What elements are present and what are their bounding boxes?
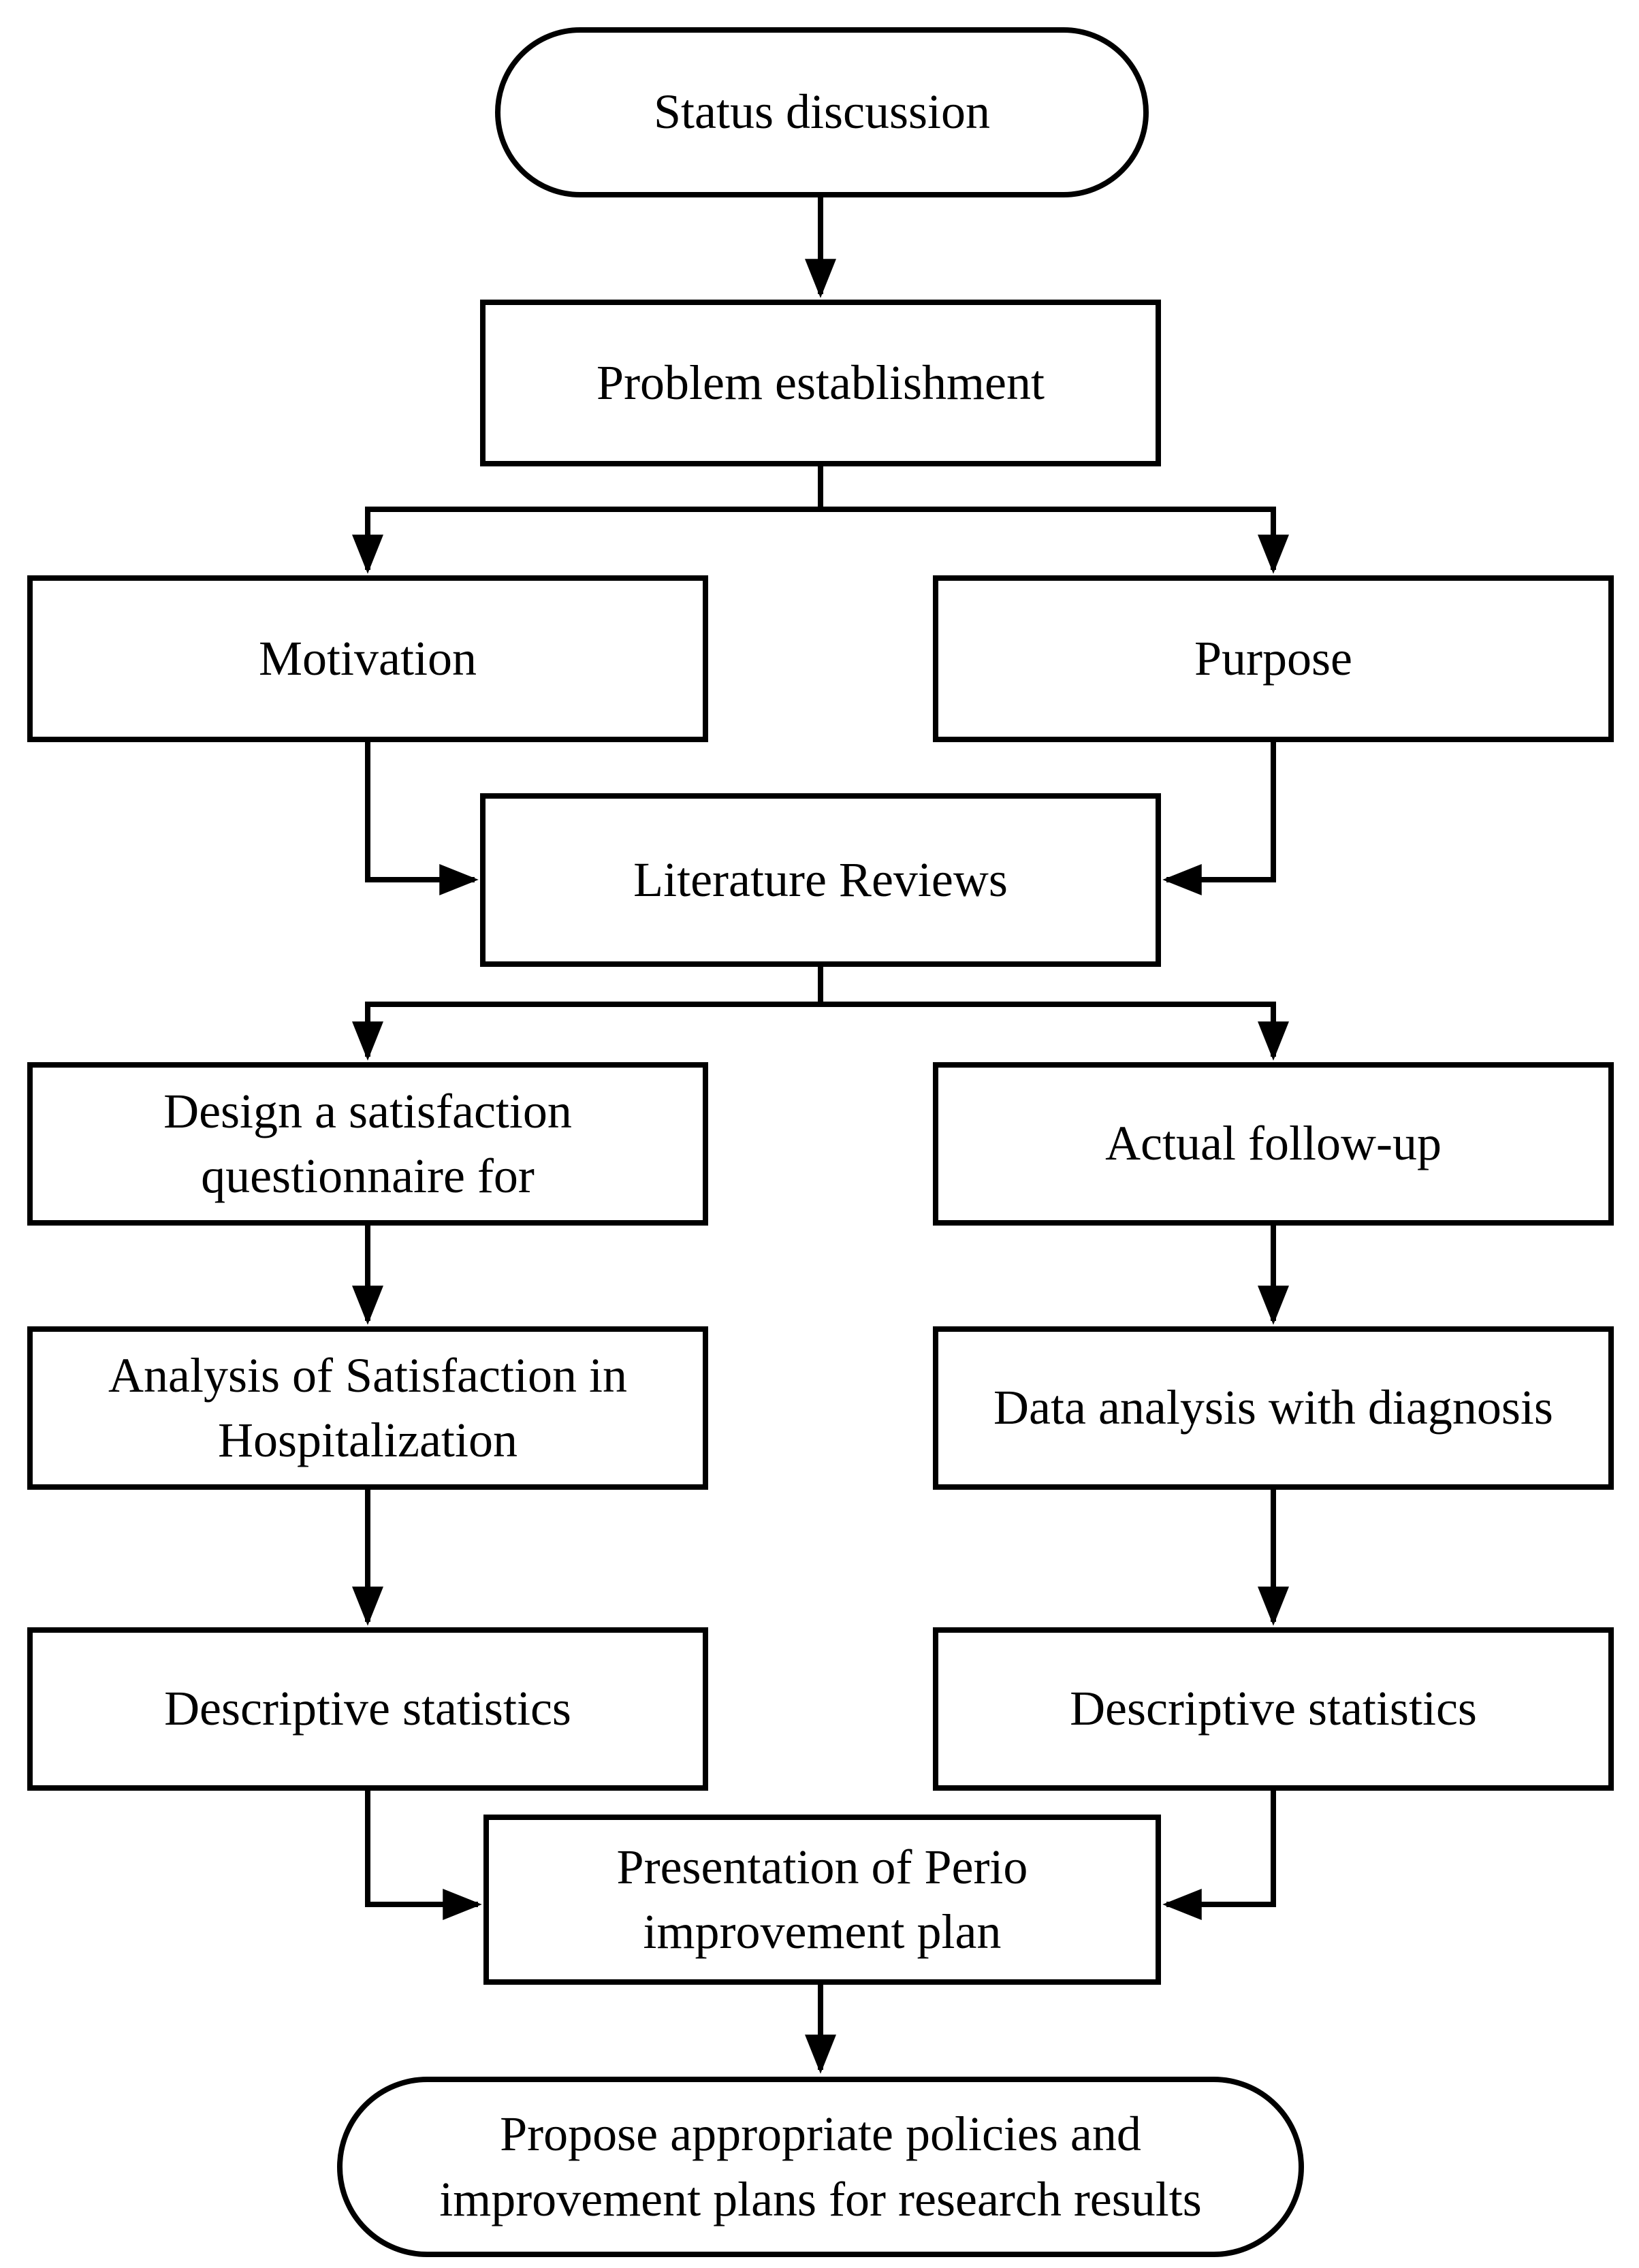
edge-descriptive-right-to-presentation bbox=[1162, 1791, 1276, 1920]
edge-literature-to-actual bbox=[821, 1002, 1289, 1061]
edge-motivation-to-literature bbox=[365, 742, 479, 895]
edge-literature-to-design bbox=[352, 967, 823, 1061]
node-literature-reviews: Literature Reviews bbox=[480, 793, 1161, 967]
edge-purpose-to-literature bbox=[1162, 742, 1276, 895]
node-analysis-of-satisfaction: Analysis of Satisfaction in Hospitalizat… bbox=[27, 1326, 708, 1490]
edge-problem-to-motivation bbox=[352, 466, 823, 574]
node-actual-follow-up: Actual follow-up bbox=[933, 1062, 1614, 1226]
node-motivation: Motivation bbox=[27, 575, 708, 742]
node-data-analysis-with-diagnosis: Data analysis with diagnosis bbox=[933, 1326, 1614, 1490]
node-problem-establishment: Problem establishment bbox=[480, 300, 1161, 466]
node-presentation-perio-plan: Presentation of Perio improvement plan bbox=[483, 1815, 1161, 1985]
node-descriptive-statistics-left: Descriptive statistics bbox=[27, 1627, 708, 1791]
edge-problem-to-purpose bbox=[821, 507, 1289, 574]
edge-descriptive-left-to-presentation bbox=[365, 1791, 482, 1920]
node-propose-policies: Propose appropriate policies and improve… bbox=[337, 2077, 1304, 2257]
node-status-discussion: Status discussion bbox=[495, 27, 1149, 197]
node-purpose: Purpose bbox=[933, 575, 1614, 742]
node-design-satisfaction-questionnaire: Design a satisfaction questionnaire for bbox=[27, 1062, 708, 1226]
node-descriptive-statistics-right: Descriptive statistics bbox=[933, 1627, 1614, 1791]
